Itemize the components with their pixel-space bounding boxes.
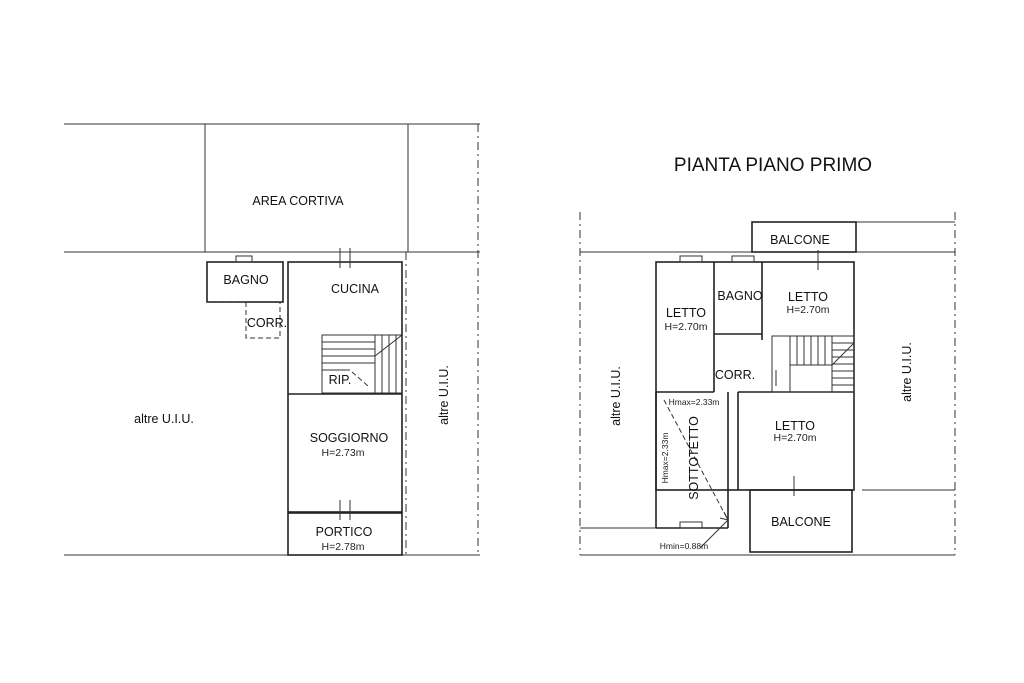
label-balcone-bottom: BALCONE <box>771 515 831 529</box>
label-bagno: BAGNO <box>223 273 268 287</box>
ground-floor-plan: AREA CORTIVA BAGNO CUCINA CORR. RIP. SOG… <box>64 123 480 556</box>
label-portico: PORTICO <box>316 525 373 539</box>
label-letto-left-height: H=2.70m <box>665 321 708 333</box>
label-hmax-vertical: Hmax=2.33m <box>660 433 670 484</box>
hmin-leader <box>699 519 729 549</box>
balcone-top-walls <box>751 221 857 253</box>
label-letto-right: LETTO <box>788 290 828 304</box>
label-corr: CORR. <box>247 316 287 330</box>
label-soggiorno: SOGGIORNO <box>310 431 389 445</box>
label-corr-ff: CORR. <box>715 368 755 382</box>
first-floor-plan: PIANTA PIANO PRIMO <box>579 155 956 556</box>
plan-title: PIANTA PIANO PRIMO <box>674 155 872 176</box>
label-bagno-ff: BAGNO <box>717 289 762 303</box>
label-altre-uiu-right: altre U.I.U. <box>437 365 451 425</box>
window-bagno <box>731 255 755 263</box>
label-altre-uiu-left-ff: altre U.I.U. <box>609 366 623 426</box>
label-letto-bottom-height: H=2.70m <box>774 432 817 444</box>
window-sottotetto <box>679 521 703 529</box>
corr-dashed-outline <box>245 302 281 339</box>
label-sottotetto: SOTTOTETTO <box>687 416 701 500</box>
window-letto-left <box>679 255 703 263</box>
label-hmin: Hmin=0.88m <box>660 541 708 551</box>
stairs-ground <box>321 334 403 394</box>
label-letto-bottom: LETTO <box>775 419 815 433</box>
label-soggiorno-height: H=2.73m <box>322 447 365 459</box>
label-cucina: CUCINA <box>331 282 380 296</box>
sottotetto-slope-line <box>663 399 729 521</box>
portico-walls <box>287 512 403 556</box>
label-letto-left: LETTO <box>666 306 706 320</box>
stairs-first-floor <box>771 335 855 393</box>
label-area-cortiva: AREA CORTIVA <box>252 194 344 208</box>
balcone-bottom-walls <box>749 489 853 553</box>
label-portico-height: H=2.78m <box>322 541 365 553</box>
main-unit-walls <box>287 261 403 513</box>
label-rip: RIP. <box>329 373 352 387</box>
label-letto-right-height: H=2.70m <box>787 304 830 316</box>
label-altre-uiu-right-ff: altre U.I.U. <box>900 342 914 402</box>
label-balcone-top: BALCONE <box>770 233 830 247</box>
label-hmax-horizontal: Hmax=2.33m <box>669 397 720 407</box>
label-altre-uiu-left: altre U.I.U. <box>134 412 194 426</box>
bagno-window <box>235 255 253 263</box>
